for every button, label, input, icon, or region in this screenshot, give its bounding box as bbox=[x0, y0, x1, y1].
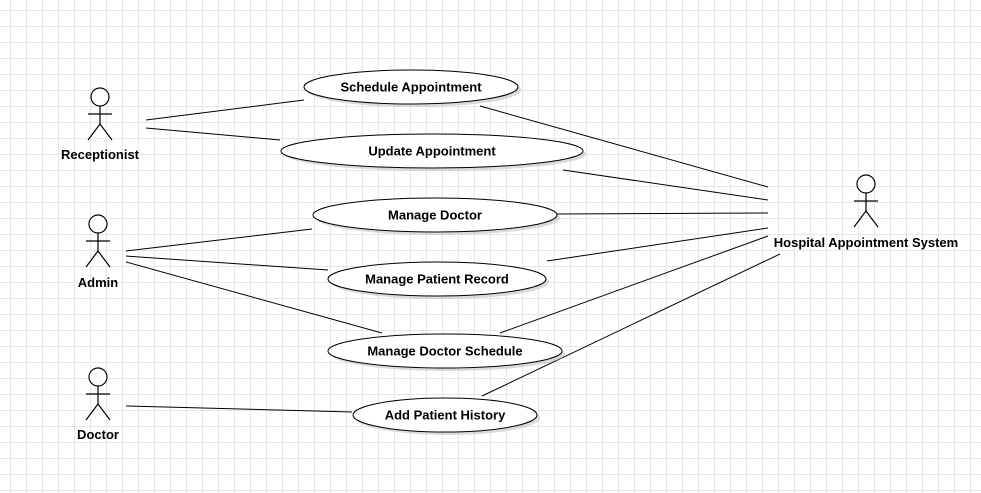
association-receptionist-update-appointment[interactable] bbox=[145, 127, 281, 141]
use-case-manage-doctor[interactable] bbox=[312, 197, 560, 235]
use-case-ellipse[interactable] bbox=[303, 69, 519, 105]
use-case-manage-patient-record[interactable] bbox=[327, 261, 549, 299]
association-admin-manage-doctor[interactable] bbox=[125, 228, 313, 252]
association-doctor-add-patient-history[interactable] bbox=[125, 405, 353, 413]
actor-head bbox=[88, 214, 108, 234]
actor-right-leg bbox=[97, 403, 111, 421]
association-manage-doctor-system[interactable] bbox=[556, 212, 769, 215]
actor-receptionist-icon[interactable] bbox=[87, 87, 113, 141]
actor-label-admin: Admin bbox=[77, 275, 119, 290]
actor-right-leg bbox=[865, 210, 879, 228]
actor-label-receptionist: Receptionist bbox=[60, 147, 140, 162]
actor-left-leg bbox=[853, 210, 867, 228]
association-manage-patient-record-system[interactable] bbox=[546, 227, 769, 262]
use-case-add-patient-history[interactable] bbox=[352, 397, 540, 435]
associations bbox=[125, 99, 781, 413]
association-manage-doctor-schedule-system[interactable] bbox=[499, 235, 769, 334]
association-receptionist-schedule-appointment[interactable] bbox=[145, 99, 305, 121]
actor-left-leg bbox=[85, 250, 99, 268]
use-case-update-appointment[interactable] bbox=[280, 133, 586, 171]
actor-admin-icon[interactable] bbox=[85, 214, 111, 268]
actor-doctor-icon[interactable] bbox=[85, 367, 111, 421]
use-case-ellipse[interactable] bbox=[352, 397, 538, 433]
actor-label-system: Hospital Appointment System bbox=[773, 235, 959, 250]
actor-left-leg bbox=[87, 123, 101, 141]
actor-right-leg bbox=[97, 250, 111, 268]
actor-right-leg bbox=[99, 123, 113, 141]
actor-head bbox=[856, 174, 876, 194]
association-update-appointment-system[interactable] bbox=[562, 169, 769, 201]
use-case-ellipse[interactable] bbox=[327, 261, 547, 297]
actor-left-leg bbox=[85, 403, 99, 421]
actor-system-icon[interactable] bbox=[853, 174, 879, 228]
association-schedule-appointment-system[interactable] bbox=[479, 105, 769, 188]
actor-head bbox=[88, 367, 108, 387]
use-case-ellipse[interactable] bbox=[327, 333, 563, 369]
association-add-patient-history-system[interactable] bbox=[481, 253, 781, 397]
use-case-ellipse[interactable] bbox=[312, 197, 558, 233]
use-case-ellipse[interactable] bbox=[280, 133, 584, 169]
actor-label-doctor: Doctor bbox=[77, 427, 119, 442]
use-case-schedule-appointment[interactable] bbox=[303, 69, 521, 107]
association-admin-manage-doctor-schedule[interactable] bbox=[125, 261, 383, 334]
association-admin-manage-patient-record[interactable] bbox=[125, 255, 329, 271]
actor-head bbox=[90, 87, 110, 107]
use-case-manage-doctor-schedule[interactable] bbox=[327, 333, 565, 371]
